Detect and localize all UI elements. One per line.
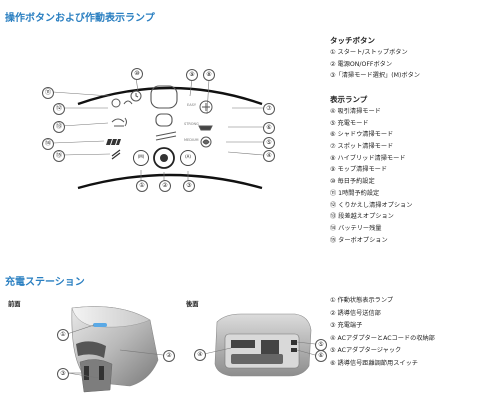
power-button[interactable]: (A) [185,154,191,159]
list-item: ⑤ 充電モード [330,119,369,127]
list-item: ③「清掃モード選択」(M)ボタン [330,72,420,80]
display-lamps-list: ④ 吸引清掃モード ⑤ 充電モード ⑥ シャドウ清掃モード ⑦ スポット清掃モー… [330,106,412,246]
charge-terminal-left [84,366,89,380]
rear-label: 後面 [186,301,199,308]
touch-buttons-list: ① スタート/ストップボタン ② 電源ON/OFFボタン ③「清掃モード選択」(… [330,47,420,82]
station-top [71,306,151,328]
schedule-icons [111,90,142,127]
label-strong: STRONG [184,122,199,126]
list-item: ⑪ 1時間予約設定 [330,189,380,197]
callout-2: ② [159,180,171,192]
adapter-jack [291,340,297,345]
start-stop-button[interactable] [154,148,174,168]
callout-15: ⑮ [53,150,65,162]
station-front-svg [66,306,164,393]
range-switch [291,348,297,352]
callout-13: ⑬ [53,121,65,133]
label-easy: EASY [187,103,196,107]
mode-button-ring [133,150,149,166]
list-item: ⑥ シャドウ清掃モード [330,131,394,139]
callout-10: ⑩ [131,68,143,80]
control-panel-svg [52,77,264,190]
power-button-ring [180,150,196,166]
cord-channel [231,340,279,354]
list-item: ⑬ 段差越えオプション [330,213,394,221]
top-arc [77,86,263,106]
list-item: ③ 充電端子 [330,322,363,329]
mode-icon-mid [155,113,173,127]
callout-12: ⑫ [53,103,65,115]
mode-icon-bottom [155,131,177,141]
callout-3: ③ [183,180,195,192]
station-callout-4: ④ [194,349,206,361]
station-front-diagram: ① ② ③ [0,300,180,408]
mode-button[interactable]: (M) [137,154,145,159]
list-item: ② 電源ON/OFFボタン [330,60,393,68]
label-medium: MEDIUM [184,138,199,142]
list-item: ① スタート/ストップボタン [330,49,408,56]
callout-7: ⑦ [263,103,275,115]
signal-emitter [76,341,106,358]
adapter-slot [231,354,283,364]
list-item: ⑦ スポット清掃モード [330,143,394,151]
list-item: ⑭ バッテリー残量 [330,224,382,232]
station-parts-list: ① 作動状態表示ランプ ② 誘導信号送信部 ③ 充電端子 ④ ACアダプターとA… [330,295,435,370]
list-item: ⑮ ターボオプション [330,236,388,244]
charge-terminal-right [99,366,104,380]
mode-icons [150,85,178,141]
list-item: ① 作動状態表示ランプ [330,297,394,304]
callout-6: ⑥ [263,122,275,134]
step-over-icon [111,118,125,127]
bottom-arc [77,173,263,190]
station-callout-1: ① [57,329,69,341]
status-lamp [93,323,107,327]
front-label: 前面 [8,301,21,308]
charge-lamp-icon [198,125,213,131]
callout-11: ⑪ [42,87,54,99]
list-item: ⑥ 誘導信号距離調節用スイッチ [330,359,418,367]
station-callout-2: ② [163,350,175,362]
section-title-buttons: 操作ボタンおよび作動表示ランプ [5,13,155,24]
step-over-icon-2 [124,117,127,127]
list-item: ⑤ ACアダプタージャック [330,347,402,354]
station-rear-svg [203,313,316,377]
station-callout-6: ⑥ [315,350,327,362]
callout-1: ① [136,180,148,192]
callout-4: ④ [263,150,275,162]
repeat-icon [123,100,133,105]
callout-5: ⑤ [263,137,275,149]
spot-icon [199,100,213,114]
list-item: ⑫ くりかえし清掃オプション [330,201,413,209]
section-title-station: 充電ステーション [5,277,85,288]
list-item: ⑨ モップ清掃モード [330,166,388,174]
station-callout-3: ③ [57,368,69,380]
display-lamps-heading: 表示ランプ [330,95,368,104]
mode-icon-top [150,85,178,109]
station-rear-diagram: ④ ⑤ ⑥ [185,300,330,408]
touch-buttons-heading: タッチボタン [330,36,375,45]
leader-lines [52,77,264,180]
callout-8: ⑧ [203,69,215,81]
battery-icon [106,139,121,145]
list-item: ④ ACアダプターとACコードの収納部 [330,334,435,342]
daily-schedule-icon [130,90,142,102]
callout-14: ⑭ [42,138,54,150]
list-item: ⑧ ハイブリッド清掃モード [330,154,406,162]
callout-9: ⑨ [186,69,198,81]
turbo-icon [111,149,121,160]
list-item: ④ 吸引清掃モード [330,108,381,115]
start-stop-dot [160,154,168,162]
hour-schedule-icon [111,98,121,108]
list-item: ⑩ 毎日予約設定 [330,178,375,186]
list-item: ② 誘導信号送信部 [330,309,381,317]
suction-icon [200,136,212,148]
control-panel-diagram: EASY STRONG MEDIUM (M) (A) ⑩ ⑪ ⑫ ⑬ ⑭ ⑮ ⑨… [0,0,330,200]
